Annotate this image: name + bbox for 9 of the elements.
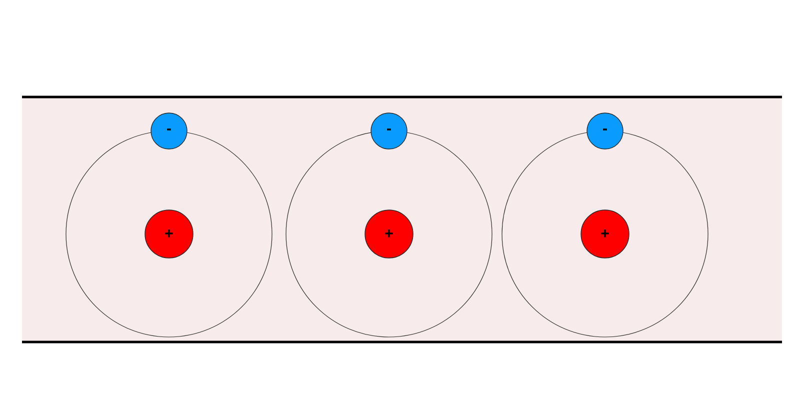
electron: - [150,112,188,150]
orbit-ring [286,130,492,338]
orbit-ring [66,130,272,338]
orbit-ring [502,130,708,338]
nucleus: + [144,210,194,258]
electron: - [370,112,408,150]
nucleus: + [580,210,630,258]
nucleus: + [364,210,414,258]
electron: - [586,112,624,150]
